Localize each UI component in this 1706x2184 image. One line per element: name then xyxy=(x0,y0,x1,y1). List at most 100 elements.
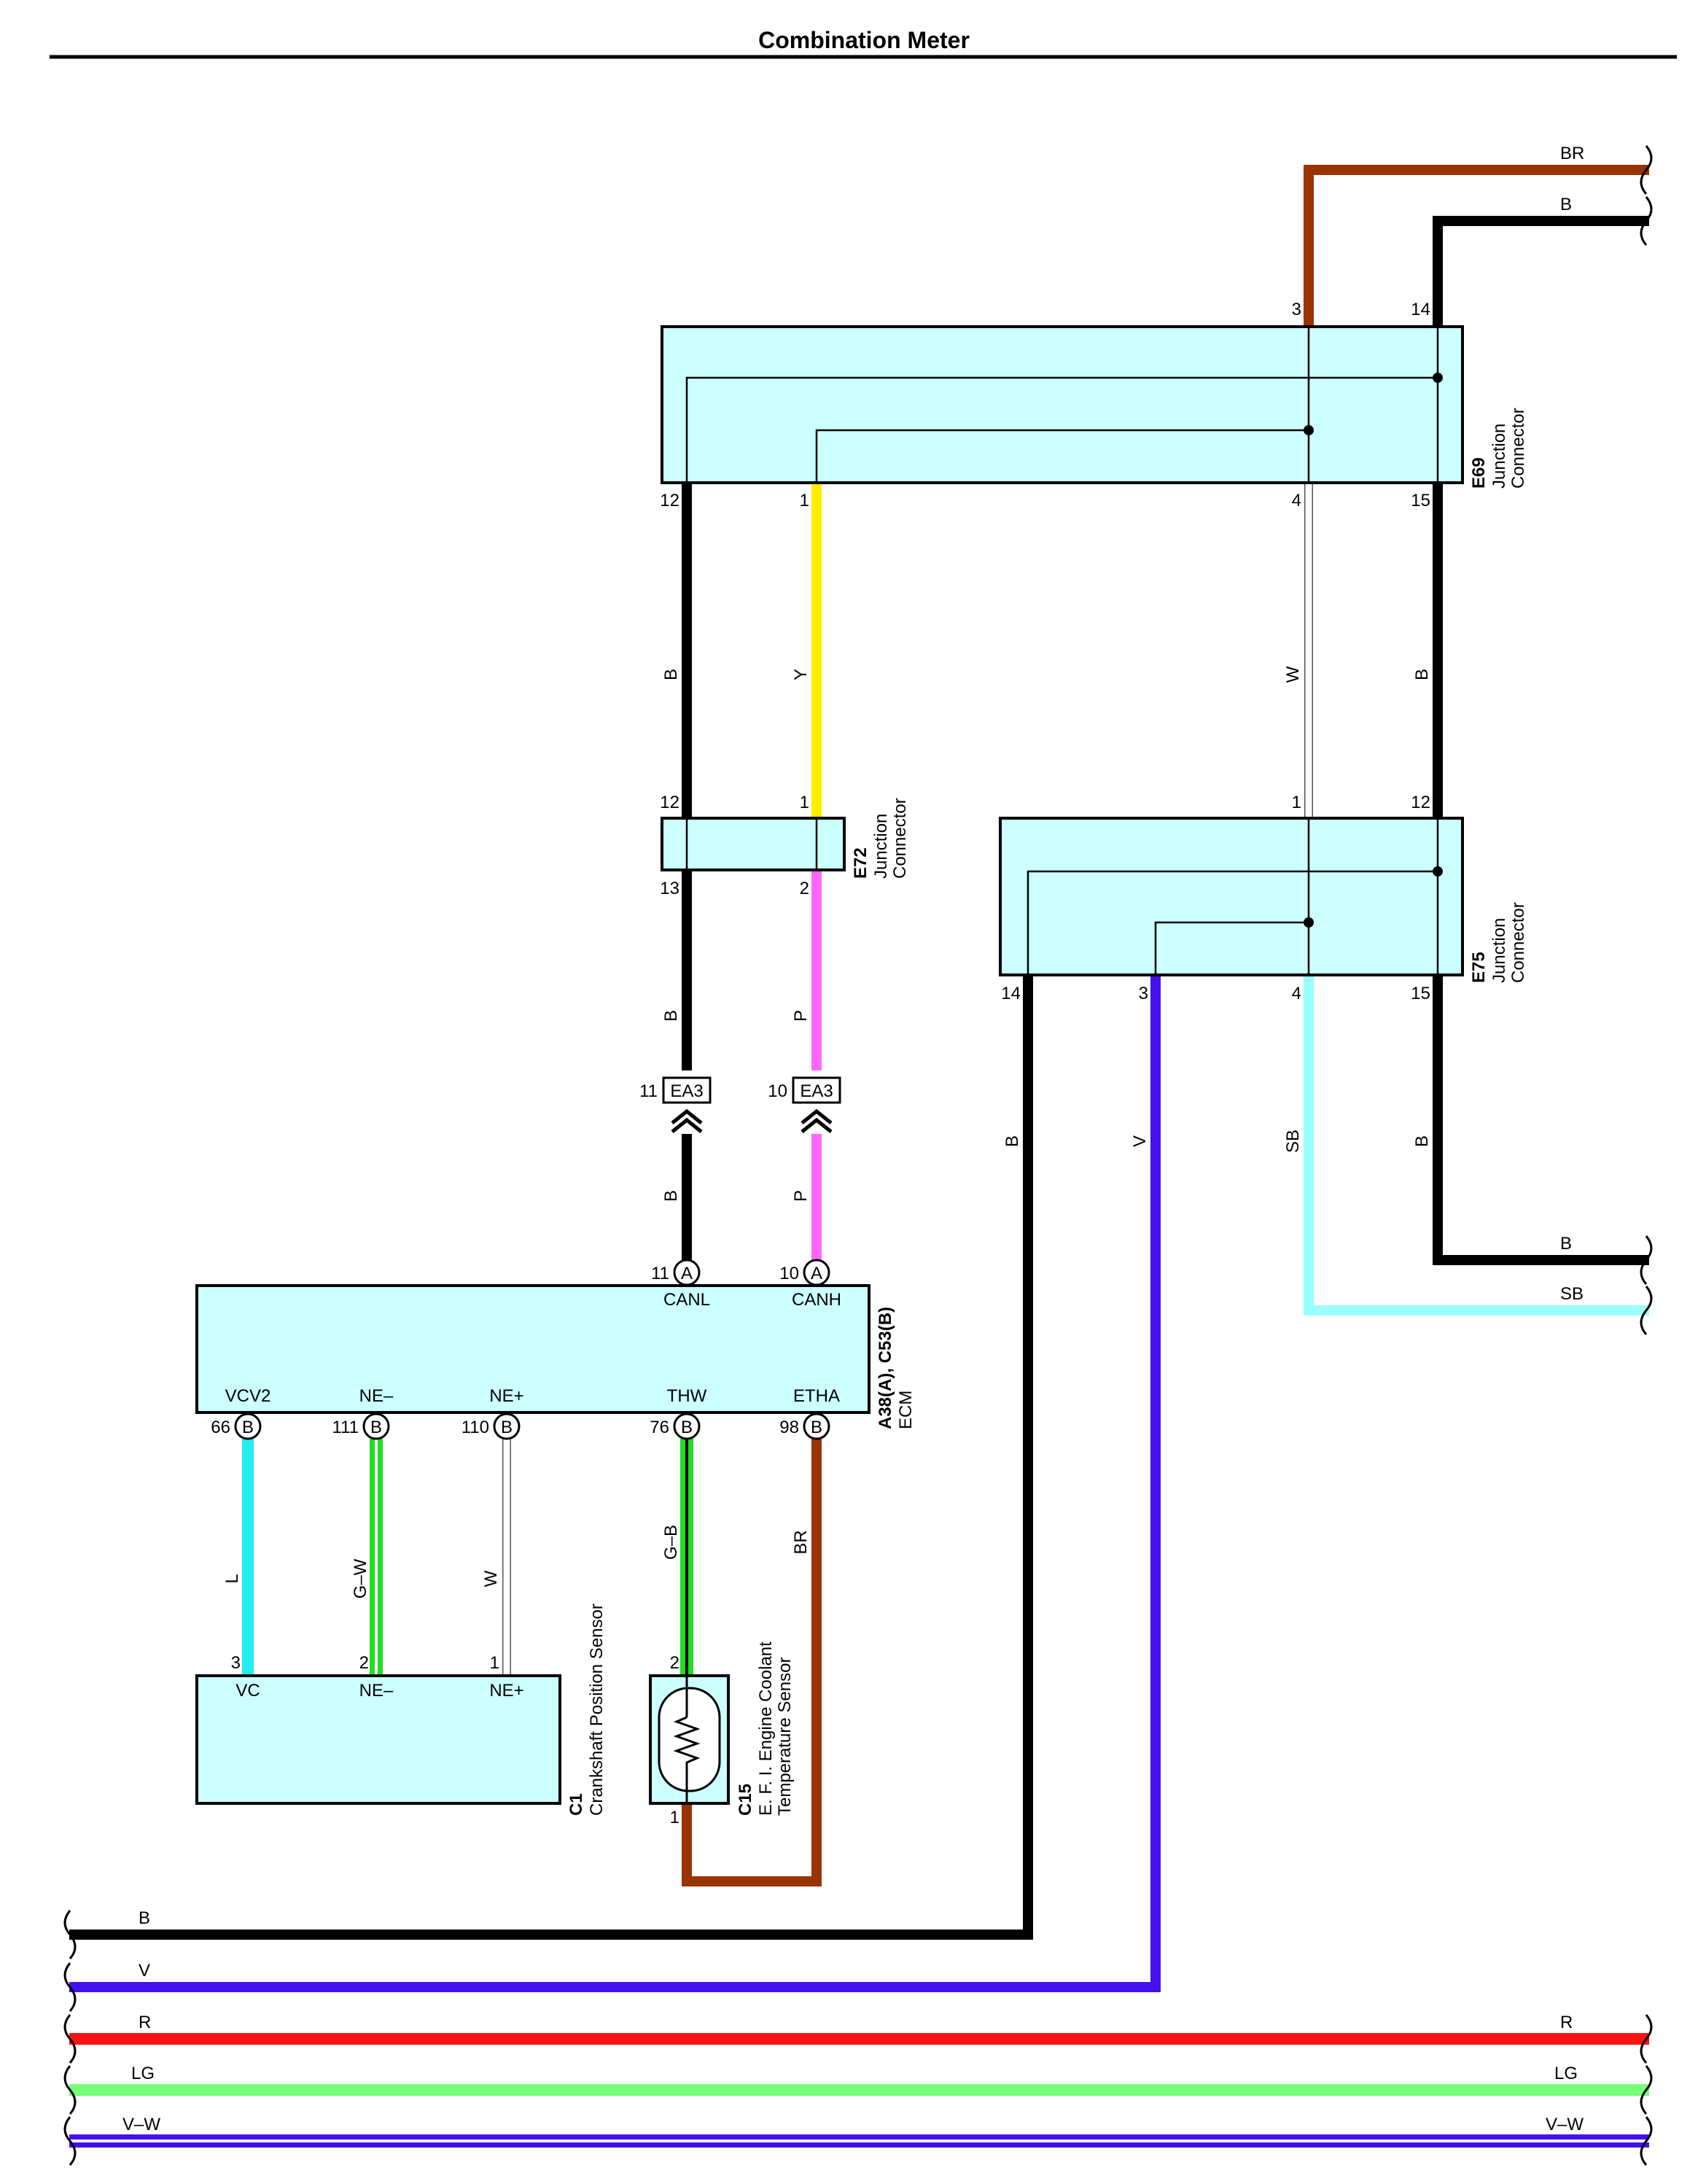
svg-text:E75: E75 xyxy=(1469,952,1489,983)
connector-e75 xyxy=(999,817,1464,976)
svg-text:1: 1 xyxy=(490,1653,499,1673)
wire-b-e75-bus xyxy=(69,975,1033,1940)
wire-label-b-top: B xyxy=(1560,195,1572,214)
svg-text:B: B xyxy=(661,669,681,680)
svg-text:2: 2 xyxy=(670,1653,679,1673)
svg-text:11: 11 xyxy=(639,1081,658,1101)
svg-text:4: 4 xyxy=(1292,491,1301,510)
c1-label-ne-minus: NE– xyxy=(359,1681,394,1701)
svg-text:15: 15 xyxy=(1411,984,1430,1003)
svg-text:B: B xyxy=(811,1418,822,1437)
svg-text:BR: BR xyxy=(791,1530,811,1554)
ecm-label-ne-minus: NE– xyxy=(359,1386,394,1406)
wire-br-top xyxy=(1304,165,1649,327)
svg-text:B: B xyxy=(661,1190,681,1202)
svg-text:Crankshaft Position Sensor: Crankshaft Position Sensor xyxy=(587,1604,607,1816)
svg-text:3: 3 xyxy=(1292,300,1301,319)
svg-text:4: 4 xyxy=(1292,984,1301,1003)
ecm-terminal-a11: A xyxy=(673,1259,701,1286)
wire-label-b-right: B xyxy=(1560,1234,1572,1254)
svg-text:14: 14 xyxy=(1001,984,1021,1003)
e75-label: E75 Junction Connector xyxy=(1469,902,1528,983)
svg-text:2: 2 xyxy=(800,879,809,898)
svg-text:Junction: Junction xyxy=(1489,918,1509,983)
connector-ea3-pin10: EA3 xyxy=(792,1076,841,1133)
svg-text:66: 66 xyxy=(211,1418,230,1437)
bus-label-v: V xyxy=(139,1961,150,1981)
bus-label-lg-right: LG xyxy=(1554,2064,1578,2083)
svg-text:1: 1 xyxy=(800,491,809,510)
svg-text:C15: C15 xyxy=(736,1784,755,1816)
svg-text:76: 76 xyxy=(650,1418,669,1437)
svg-text:12: 12 xyxy=(660,491,679,510)
svg-text:V: V xyxy=(1130,1135,1150,1147)
svg-text:10: 10 xyxy=(779,1264,799,1283)
svg-text:1: 1 xyxy=(800,793,809,812)
wire-br-etha xyxy=(682,1439,822,1886)
ecm-terminal-b111: B xyxy=(362,1412,390,1440)
svg-text:B: B xyxy=(1002,1135,1022,1147)
wire-b-top xyxy=(1433,216,1649,327)
svg-text:Temperature Sensor: Temperature Sensor xyxy=(775,1658,795,1816)
svg-text:15: 15 xyxy=(1411,491,1430,510)
svg-text:14: 14 xyxy=(1411,300,1430,319)
break-marks xyxy=(63,145,1653,2166)
wire-v-e75-bus xyxy=(69,975,1161,1992)
c1-label-ne-plus: NE+ xyxy=(489,1681,523,1701)
svg-text:W: W xyxy=(481,1570,501,1587)
svg-text:12: 12 xyxy=(660,793,679,812)
svg-text:E. F. I. Engine Coolant: E. F. I. Engine Coolant xyxy=(756,1641,776,1816)
svg-text:Connector: Connector xyxy=(1508,408,1528,489)
svg-text:G–B: G–B xyxy=(661,1525,681,1560)
svg-text:B: B xyxy=(661,1010,681,1022)
svg-text:110: 110 xyxy=(461,1418,489,1437)
svg-text:111: 111 xyxy=(332,1418,359,1437)
e72-label: E72 Junction Connector xyxy=(851,798,910,879)
svg-text:C1: C1 xyxy=(566,1793,586,1816)
c1-label: C1 Crankshaft Position Sensor xyxy=(566,1604,607,1816)
connector-e69 xyxy=(661,325,1464,484)
bus-label-r-right: R xyxy=(1560,2013,1573,2032)
svg-text:EA3: EA3 xyxy=(670,1081,703,1101)
svg-text:12: 12 xyxy=(1411,793,1430,812)
svg-text:Junction: Junction xyxy=(1489,424,1509,489)
wire-b-e75-right xyxy=(1433,975,1649,1265)
wire-label-sb-right: SB xyxy=(1560,1284,1584,1304)
svg-text:Connector: Connector xyxy=(890,798,910,879)
svg-text:B: B xyxy=(1412,669,1432,680)
ecm-block xyxy=(195,1284,870,1414)
svg-text:98: 98 xyxy=(779,1418,799,1437)
ecm-terminal-b110: B xyxy=(493,1412,521,1440)
vertical-wire-labels: B Y W B B P B P B V SB B L G–W W G–B BR xyxy=(222,666,1432,1598)
ecm-terminal-a10: A xyxy=(803,1259,830,1286)
bus-label-vw-right: V–W xyxy=(1546,2115,1584,2134)
ecm-label: A38(A), C53(B) ECM xyxy=(876,1307,916,1429)
bus-label-vw-left: V–W xyxy=(122,2115,160,2134)
wire-label-br-top: BR xyxy=(1560,144,1584,163)
c15-label: C15 E. F. I. Engine Coolant Temperature … xyxy=(736,1641,795,1816)
svg-text:EA3: EA3 xyxy=(800,1081,833,1101)
svg-text:E69: E69 xyxy=(1469,457,1489,489)
svg-text:10: 10 xyxy=(768,1081,787,1101)
svg-text:E72: E72 xyxy=(851,847,870,879)
svg-text:2: 2 xyxy=(359,1653,369,1673)
svg-text:A: A xyxy=(811,1264,822,1283)
ecm-terminal-b66: B xyxy=(234,1412,262,1440)
svg-text:11: 11 xyxy=(651,1264,669,1283)
thermistor-icon xyxy=(673,1716,701,1765)
ecm-label-ne-plus: NE+ xyxy=(489,1386,523,1406)
svg-text:A: A xyxy=(681,1264,693,1283)
svg-text:3: 3 xyxy=(231,1653,241,1673)
ecm-terminal-b76: B xyxy=(673,1412,701,1440)
svg-text:SB: SB xyxy=(1283,1130,1303,1153)
bus-label-b: B xyxy=(139,1908,150,1928)
svg-text:G–W: G–W xyxy=(351,1558,370,1598)
ecm-label-vcv2: VCV2 xyxy=(225,1386,271,1406)
svg-text:3: 3 xyxy=(1139,984,1148,1003)
connector-ea3-pin11: EA3 xyxy=(662,1076,712,1133)
svg-text:Junction: Junction xyxy=(871,814,891,879)
e69-label: E69 Junction Connector xyxy=(1469,408,1528,489)
svg-text:B: B xyxy=(370,1418,382,1437)
svg-text:B: B xyxy=(242,1418,254,1437)
